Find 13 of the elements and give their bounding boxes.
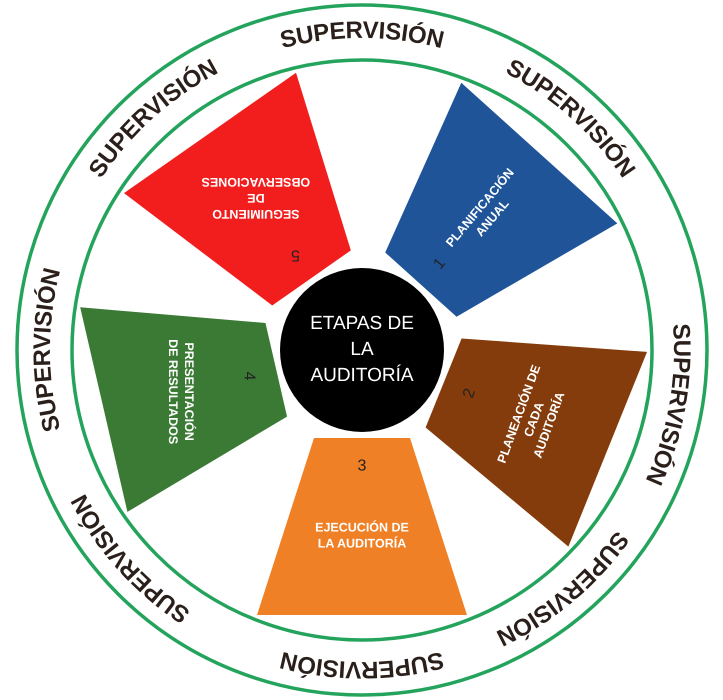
stage-number: 3 — [358, 458, 366, 474]
stage-number: 2 — [460, 386, 480, 401]
stage-label: SEGUIMIENTO DE OBSERVACIONES — [202, 174, 310, 221]
stage-segment — [257, 438, 467, 615]
ring-label: SUPERVISIÓN — [278, 17, 446, 54]
stage-number: 4 — [240, 372, 258, 381]
ring-label: SUPERVISIÓN — [278, 646, 446, 683]
stage-label: PRESENTACIÓN DE RESULTADOS — [166, 339, 196, 444]
center-label: ETAPAS DE LA AUDITORÍA — [309, 312, 415, 388]
stage-number: 1 — [430, 254, 449, 273]
stage-number: 5 — [291, 246, 300, 264]
ring-band — [15, 3, 709, 697]
stage-label: EJECUCIÓN DE LA AUDITORÍA — [315, 520, 409, 550]
